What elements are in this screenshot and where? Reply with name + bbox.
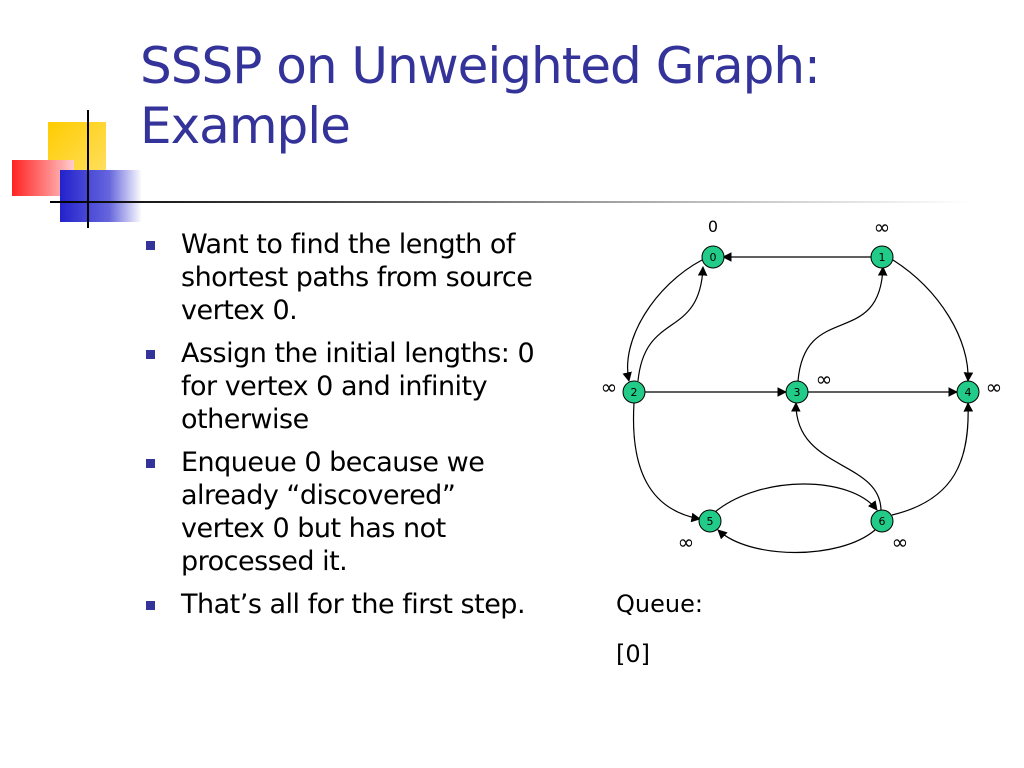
distance-label-4: ∞ xyxy=(986,375,1003,399)
bullet-square-icon xyxy=(146,459,155,468)
bullet-item: That’s all for the first step. xyxy=(144,588,544,621)
vertex-label: 2 xyxy=(631,386,638,399)
distance-label-1: ∞ xyxy=(874,215,891,239)
vertex-label: 1 xyxy=(879,251,886,264)
edge-2-0 xyxy=(637,266,708,382)
bullet-text: Want to find the length of shortest path… xyxy=(181,229,533,326)
distance-label-6: ∞ xyxy=(892,530,909,554)
vertex-3: 3 xyxy=(785,380,809,404)
bullet-item: Want to find the length of shortest path… xyxy=(144,228,544,327)
vertex-0: 0 xyxy=(701,245,725,269)
bullet-list: Want to find the length of shortest path… xyxy=(144,228,544,631)
bullet-item: Enqueue 0 because we already “discovered… xyxy=(144,446,544,578)
distance-label-2: ∞ xyxy=(601,375,618,399)
bullet-square-icon xyxy=(146,350,155,359)
graph-diagram: 0 1 2 3 4 5 6 0 ∞ ∞ ∞ ∞ ∞ xyxy=(601,215,1003,554)
deco-blue-square xyxy=(60,170,142,222)
title-divider xyxy=(50,201,970,203)
vertex-label: 5 xyxy=(707,515,714,528)
bullet-square-icon xyxy=(146,241,155,250)
graph-edges xyxy=(622,252,974,554)
edge-6-3 xyxy=(791,402,882,511)
vertex-label: 4 xyxy=(965,386,972,399)
edge-1-4 xyxy=(892,259,974,382)
vertex-label: 3 xyxy=(794,386,801,399)
bullet-text: That’s all for the first step. xyxy=(181,589,526,620)
queue-label: Queue: xyxy=(616,590,703,618)
graph-vertices: 0 1 2 3 4 5 6 xyxy=(622,245,980,533)
queue-value: [0] xyxy=(616,640,650,668)
bullet-item: Assign the initial lengths: 0 for vertex… xyxy=(144,337,544,436)
edge-6-5 xyxy=(717,529,876,554)
bullet-square-icon xyxy=(146,601,155,610)
decorative-squares xyxy=(12,110,142,228)
title-line-1: SSSP on Unweighted Graph: xyxy=(140,37,821,95)
bullet-text: Enqueue 0 because we already “discovered… xyxy=(181,447,485,577)
distance-label-3: ∞ xyxy=(816,367,833,391)
distance-label-0: 0 xyxy=(708,217,718,236)
distance-labels: 0 ∞ ∞ ∞ ∞ ∞ ∞ xyxy=(601,215,1003,554)
vertex-label: 0 xyxy=(710,251,717,264)
bullet-text: Assign the initial lengths: 0 for vertex… xyxy=(181,338,535,435)
edge-3-1 xyxy=(797,266,888,382)
slide-title: SSSP on Unweighted Graph: Example xyxy=(140,36,1000,156)
vertex-1: 1 xyxy=(870,245,894,269)
edge-5-6 xyxy=(714,483,878,513)
vertex-6: 6 xyxy=(870,509,894,533)
edge-2-5 xyxy=(632,402,701,523)
distance-label-5: ∞ xyxy=(678,530,695,554)
vertex-2: 2 xyxy=(622,380,646,404)
vertex-label: 6 xyxy=(879,515,886,528)
edge-6-4 xyxy=(891,402,974,516)
title-line-2: Example xyxy=(140,97,351,155)
edge-0-2 xyxy=(622,259,703,382)
vertex-4: 4 xyxy=(956,380,980,404)
vertex-5: 5 xyxy=(698,509,722,533)
